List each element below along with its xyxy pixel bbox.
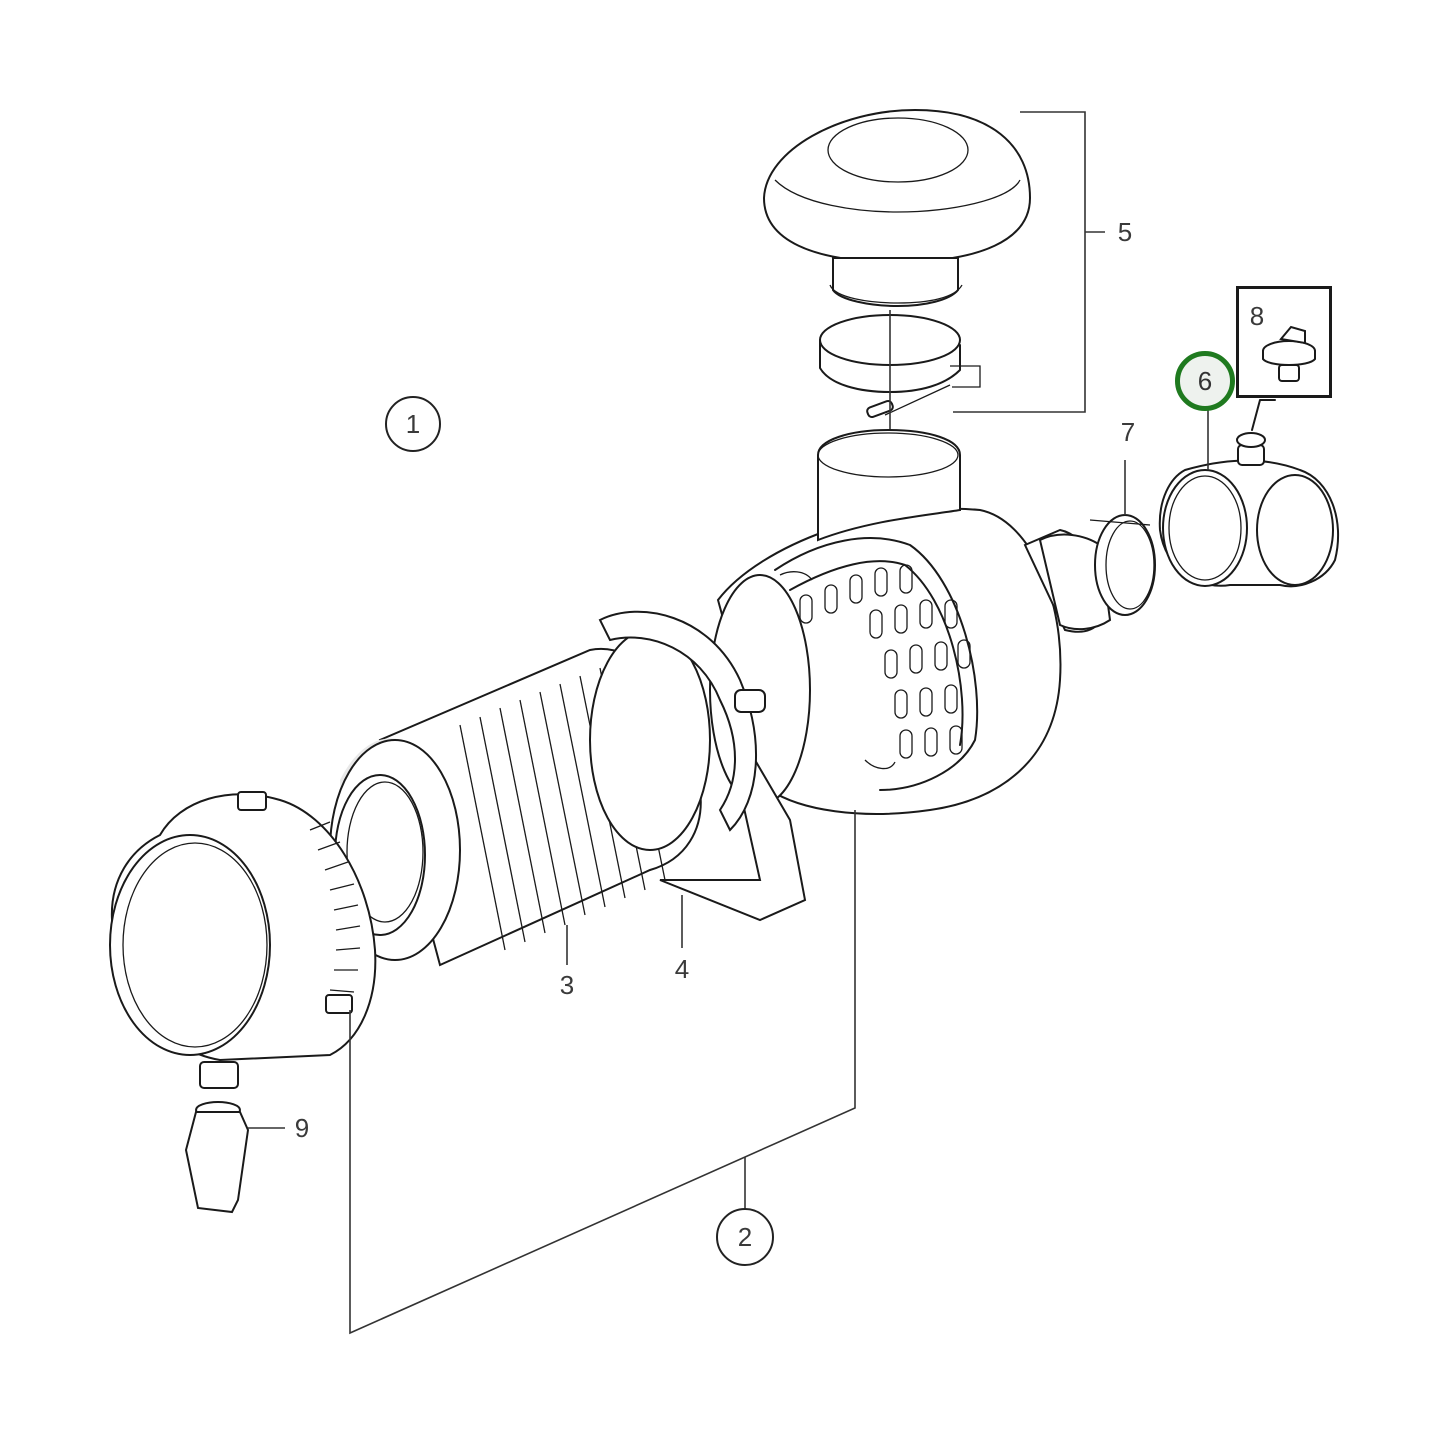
filter-housing [709,428,1107,815]
callout-2[interactable]: 2 [716,1208,774,1266]
label-3[interactable]: 3 [559,970,575,1000]
label-7[interactable]: 7 [1120,417,1136,447]
clamp-band [819,314,981,419]
rain-cap [762,108,1032,308]
label-9[interactable]: 9 [294,1113,310,1143]
filter-cover [109,791,377,1089]
callout-6-highlighted[interactable]: 6 [1175,351,1235,411]
mounting-bracket [598,610,807,922]
label-8[interactable]: 8 [1249,301,1265,331]
inset-restriction-indicator [1236,286,1332,398]
label-4[interactable]: 4 [674,954,690,984]
dust-valve [184,1101,250,1214]
elbow-pipe [1158,432,1340,588]
callout-1[interactable]: 1 [385,396,441,452]
label-5[interactable]: 5 [1117,217,1133,247]
filter-element [329,629,711,967]
restriction-indicator-icon [1262,325,1316,382]
